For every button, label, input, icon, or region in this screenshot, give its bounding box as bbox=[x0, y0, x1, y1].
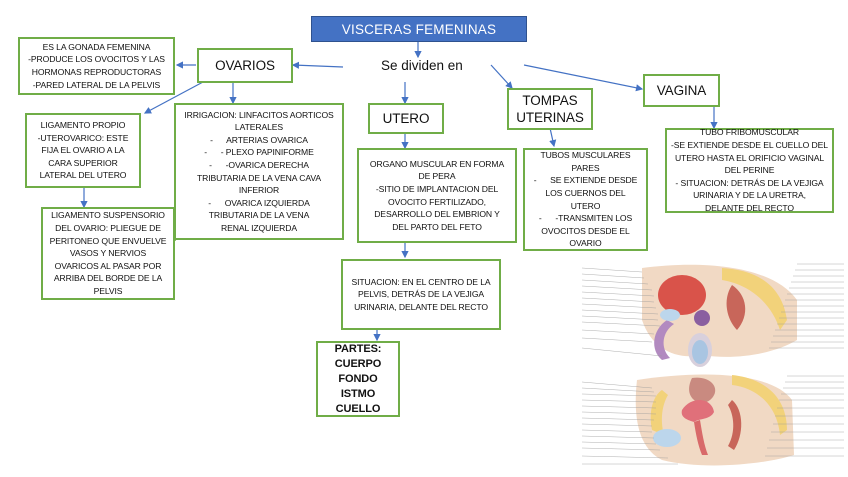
text-line: DELANTE DEL RECTO bbox=[704, 202, 795, 213]
male-label-leaders bbox=[582, 263, 844, 357]
arrow-connector-to-vagina bbox=[523, 64, 644, 92]
female-sagittal-section bbox=[635, 374, 794, 466]
arrow-trompas-to-description bbox=[549, 127, 557, 148]
text-line: - SITUACION: DETRÁS DE LA VEJIGA bbox=[675, 177, 824, 188]
ovarios-description: ES LA GONADA FEMENINA -PRODUCE LOS OVOCI… bbox=[18, 37, 175, 95]
utero-situacion: SITUACION: EN EL CENTRO DE LA PELVIS, DE… bbox=[341, 259, 501, 330]
text-line: OVARICOS AL PASAR POR bbox=[54, 260, 162, 271]
text-line: IRRIGACION: LINFACITOS AORTICOS bbox=[184, 109, 334, 120]
text-line: CARA SUPERIOR bbox=[48, 157, 118, 168]
arrow-connector-to-trompas bbox=[490, 64, 513, 89]
title-box: VISCERAS FEMENINAS bbox=[311, 16, 527, 42]
text-line: VASOS Y NERVIOS bbox=[69, 248, 147, 259]
arrow-ovarios-to-ligamento-propio bbox=[143, 81, 204, 114]
text-line: TUBOS MUSCULARES bbox=[540, 150, 631, 161]
node-utero-label: UTERO bbox=[382, 111, 430, 126]
text-line: - SE EXTIENDE DESDE bbox=[533, 175, 638, 186]
ovarios-irrigacion: IRRIGACION: LINFACITOS AORTICOS LATERALE… bbox=[174, 103, 344, 240]
ovarios-ligamento-suspensorio: LIGAMENTO SUSPENSORIO DEL OVARIO: PLIEGU… bbox=[41, 207, 175, 300]
trompas-description: TUBOS MUSCULARES PARES - SE EXTIENDE DES… bbox=[523, 148, 648, 251]
vagina-description-lines: TUBO FRIBOMUSCULAR -SE EXTIENDE DESDE EL… bbox=[671, 126, 828, 214]
text-line: INFERIOR bbox=[238, 185, 280, 196]
text-line: LATERAL DEL UTERO bbox=[39, 170, 127, 181]
situacion-lines: SITUACION: EN EL CENTRO DE LA PELVIS, DE… bbox=[351, 276, 490, 314]
text-line: LIGAMENTO PROPIO bbox=[40, 120, 126, 131]
male-sagittal-section bbox=[642, 264, 797, 367]
text-line: CUERPO bbox=[334, 357, 382, 370]
text-line: TOMPAS bbox=[522, 93, 578, 108]
vagina-description: TUBO FRIBOMUSCULAR -SE EXTIENDE DESDE EL… bbox=[665, 126, 834, 214]
text-line: DEL PERINE bbox=[724, 165, 775, 176]
text-line: -SITIO DE IMPLANTACION DEL bbox=[375, 183, 499, 194]
text-line: PELVIS, DETRÁS DE LA VEJIGA bbox=[357, 289, 485, 300]
text-line: OVOCITO FERTILIZADO, bbox=[388, 196, 486, 207]
text-line: -PRODUCE LOS OVOCITOS Y LAS bbox=[28, 54, 165, 65]
node-ovarios-label: OVARIOS bbox=[215, 58, 275, 73]
uterus bbox=[681, 400, 714, 422]
text-line: ORGANO MUSCULAR EN FORMA bbox=[369, 158, 505, 169]
node-vagina: VAGINA bbox=[643, 74, 720, 107]
text-line: FIJA EL OVARIO A LA bbox=[41, 145, 125, 156]
text-line: ARRIBA DEL BORDE DE LA bbox=[53, 273, 163, 284]
text-line: - - PLEXO PAPINIFORME bbox=[204, 147, 314, 158]
text-line: -SE EXTIENDE DESDE EL CUELLO DEL bbox=[671, 140, 828, 151]
text-line: DEL OVARIO: PLIEGUE DE bbox=[55, 223, 161, 234]
title-text: VISCERAS FEMENINAS bbox=[341, 21, 497, 37]
pelvis-anatomy-figure bbox=[582, 263, 844, 466]
node-ovarios: OVARIOS bbox=[197, 48, 293, 83]
text-line: - OVARICA IZQUIERDA bbox=[208, 197, 310, 208]
text-line: PERITONEO QUE ENVUELVE bbox=[49, 235, 167, 246]
text-line: URINARIA, DELANTE DEL RECTO bbox=[354, 301, 488, 312]
text-line: - -OVARICA DERECHA bbox=[209, 159, 309, 170]
ovarios-ligamento-propio: LIGAMENTO PROPIO -UTEROVARICO: ESTE FIJA… bbox=[25, 113, 141, 188]
ligamento-suspensorio-lines: LIGAMENTO SUSPENSORIO DEL OVARIO: PLIEGU… bbox=[50, 209, 167, 297]
text-line: - ARTERIAS OVARICA bbox=[210, 134, 308, 145]
text-line: UTERO HASTA EL ORIFICIO VAGINAL bbox=[674, 152, 825, 163]
ligamento-propio-lines: LIGAMENTO PROPIO -UTEROVARICO: ESTE FIJA… bbox=[38, 119, 129, 182]
utero-description: ORGANO MUSCULAR EN FORMA DE PERA -SITIO … bbox=[357, 148, 517, 243]
trompas-description-lines: TUBOS MUSCULARES PARES - SE EXTIENDE DES… bbox=[534, 149, 638, 250]
text-line: UTERINAS bbox=[516, 110, 584, 125]
text-line: - -TRANSMITEN LOS bbox=[538, 213, 633, 224]
arrow-connector-to-ovarios bbox=[291, 61, 344, 69]
text-line: -PARED LATERAL DE LA PELVIS bbox=[32, 79, 161, 90]
partes-lines: PARTES: CUERPO FONDO ISTMO CUELLO bbox=[335, 342, 382, 417]
text-line: LATERALES bbox=[234, 122, 284, 133]
text-line: DE PERA bbox=[418, 171, 456, 182]
text-line: FONDO bbox=[338, 372, 378, 385]
connector-text: Se dividen en bbox=[381, 58, 463, 73]
node-utero: UTERO bbox=[368, 103, 444, 134]
text-line: RENAL IZQUIERDA bbox=[220, 222, 297, 233]
node-vagina-label: VAGINA bbox=[656, 83, 707, 98]
ovarios-description-lines: ES LA GONADA FEMENINA -PRODUCE LOS OVOCI… bbox=[28, 41, 165, 91]
text-line: HORMONAS REPRODUCTORAS bbox=[31, 67, 162, 77]
text-line: TRIBUTARIA DE LA VENA CAVA bbox=[197, 172, 321, 183]
text-line: DEL PARTO DEL FETO bbox=[392, 221, 482, 232]
text-line: CUELLO bbox=[335, 402, 381, 415]
text-line: OVARIO bbox=[569, 238, 602, 249]
text-line: UTERO bbox=[570, 200, 601, 211]
text-line: -UTEROVARICO: ESTE bbox=[37, 132, 129, 143]
text-line: DESARROLLO DEL EMBRION Y bbox=[374, 209, 500, 220]
utero-description-lines: ORGANO MUSCULAR EN FORMA DE PERA -SITIO … bbox=[370, 158, 504, 234]
irrigacion-lines: IRRIGACION: LINFACITOS AORTICOS LATERALE… bbox=[184, 109, 333, 235]
text-line: PARES bbox=[571, 162, 600, 173]
text-line: TRIBUTARIA DE LA VENA bbox=[208, 210, 310, 221]
text-line: LOS CUERNOS DEL bbox=[545, 187, 626, 198]
text-line: SITUACION: EN EL CENTRO DE LA bbox=[351, 276, 491, 287]
text-line: TUBO FRIBOMUSCULAR bbox=[700, 127, 799, 138]
text-line: ISTMO bbox=[340, 387, 376, 400]
text-line: PELVIS bbox=[93, 285, 123, 296]
utero-partes: PARTES: CUERPO FONDO ISTMO CUELLO bbox=[316, 341, 400, 417]
female-label-leaders bbox=[582, 375, 844, 465]
text-line: ES LA GONADA FEMENINA bbox=[42, 41, 151, 52]
text-line: LIGAMENTO SUSPENSORIO bbox=[51, 210, 165, 221]
node-trompas-label: TOMPAS UTERINAS bbox=[516, 92, 584, 126]
bladder-male bbox=[658, 275, 706, 315]
text-line: OVOCITOS DESDE EL bbox=[541, 225, 630, 236]
node-trompas: TOMPAS UTERINAS bbox=[507, 88, 593, 130]
text-line: URINARIA Y DE LA URETRA, bbox=[693, 190, 806, 201]
text-line: PARTES: bbox=[334, 342, 382, 355]
